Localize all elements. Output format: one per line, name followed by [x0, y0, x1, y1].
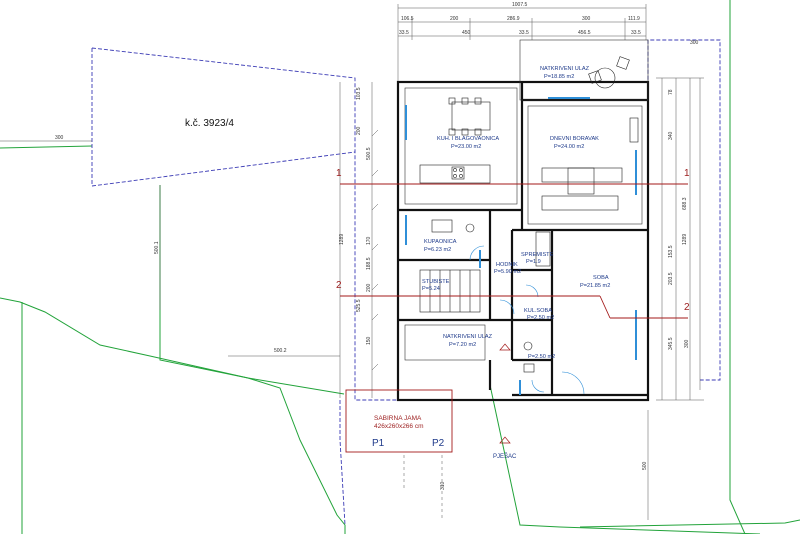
dim-top-r1-5: 111.9 [628, 16, 640, 22]
dim-left-total: 1289 [339, 234, 345, 245]
dim-top-r1-3: 286.9 [507, 16, 520, 22]
right-dimensions [656, 77, 704, 401]
section-1-left: 1 [336, 168, 342, 179]
dim-top-r2-4: 456.5 [578, 30, 591, 36]
top-row2: 33.5 450 33.5 456.5 33.5 [399, 30, 641, 36]
section-2-left: 2 [336, 280, 342, 291]
dim-bottom-vertical: 500 [642, 461, 648, 470]
dim-left-6: 200 [366, 283, 372, 292]
inner-wall-lines [404, 39, 649, 361]
dim-left-1: 103.5 [356, 87, 362, 100]
dim-top-r2-2: 450 [462, 30, 471, 36]
dim-right-lower: 300 [684, 339, 690, 348]
dim-left-5: 188.5 [366, 257, 372, 270]
room-porch-bottom-name: NATKRIVENI ULAZ [443, 334, 493, 340]
room-stairs-area: P=5.24 [422, 286, 440, 292]
building-walls [396, 80, 650, 402]
room-kulsoba-name: KUL.SOBA [524, 308, 552, 314]
top-row1: 106.5 200 286.9 300 111.9 [401, 16, 640, 22]
parcel-label: k.č. 3923/4 [185, 118, 234, 129]
room-hall-area: P=5.90 m2 [494, 269, 521, 275]
footpath-lines [403, 455, 443, 520]
room-kitchen-area: P=23.00 m2 [451, 144, 481, 150]
entrance-markers [499, 343, 511, 444]
section-1-right: 1 [684, 168, 690, 179]
dim-left-4: 170 [366, 236, 372, 245]
dim-right-5: 203.5 [668, 272, 674, 285]
room-bath-name: KUPAONICA [424, 239, 457, 245]
pipe-p1: P1 [372, 438, 385, 449]
dim-top-r2-5: 33.5 [631, 30, 641, 36]
furniture [419, 56, 639, 373]
room-wc-area: P=2.50 m2 [528, 354, 555, 360]
dim-left-8: 150 [366, 336, 372, 345]
dim-top-r2-1: 33.5 [399, 30, 409, 36]
dim-left-lower-horizontal: 500.2 [274, 348, 287, 354]
path-label: PJEŠAC [493, 453, 517, 460]
dim-right-offset: 300 [690, 40, 699, 46]
room-hall-name: HODNIK [496, 262, 518, 268]
dim-right-6: 345.5 [668, 337, 674, 350]
room-living-name: DNEVNI BORAVAK [550, 136, 599, 142]
room-kulsoba-area: P=2.50 m2 [527, 315, 554, 321]
room-bedroom-name: SOBA [593, 275, 609, 281]
section-2-right: 2 [684, 302, 690, 313]
room-bath-area: P=6.23 m2 [424, 247, 451, 253]
room-porch-bottom-area: P=7.20 m2 [449, 342, 476, 348]
dim-left-lower-vertical: 500.1 [154, 241, 160, 254]
dim-left-offset: 300 [55, 135, 64, 141]
dim-right-3: 688.3 [682, 197, 688, 210]
dim-left-7: 525.5 [356, 299, 362, 312]
dim-top-r2-3: 33.5 [519, 30, 529, 36]
room-bedroom-area: P=21.85 m2 [580, 283, 610, 289]
dim-right-1: 78 [668, 89, 674, 95]
room-kitchen-name: KUH. I BLAGOVAONICA [437, 136, 499, 142]
dim-right-total: 1289 [682, 234, 688, 245]
septic-tank-box [345, 389, 453, 453]
dim-top-r1-4: 300 [582, 16, 591, 22]
dim-top-total: 1007.5 [512, 2, 528, 8]
room-storage-name: SPREMISTE [521, 252, 554, 258]
room-storage-area: P=1.9 [526, 259, 541, 265]
septic-dims: 426x260x266 cm [374, 423, 424, 430]
dim-left-3: 500.5 [366, 147, 372, 160]
dim-left-2: 200 [356, 126, 362, 135]
pipe-p2: P2 [432, 438, 445, 449]
section-lines [340, 183, 688, 319]
room-porch-top-name: NATKRIVENI ULAZ [540, 66, 590, 72]
dim-top-r1-1: 106.5 [401, 16, 414, 22]
left-chain-dims: 103.5 200 500.5 170 188.5 200 525.5 150 [356, 87, 372, 345]
dim-bottom-small: 310 [440, 481, 446, 490]
septic-title: SABIRNA JAMA [374, 415, 422, 422]
dim-top-r1-2: 200 [450, 16, 459, 22]
top-dimensions [397, 4, 647, 82]
room-porch-top-area: P=18.85 m2 [544, 74, 574, 80]
room-living-area: P=24.00 m2 [554, 144, 584, 150]
room-stairs-name: STUBISTE [422, 279, 450, 285]
dim-right-4: 153.5 [668, 245, 674, 258]
left-dimensions [0, 82, 379, 398]
room-labels: KUH. I BLAGOVAONICA P=23.00 m2 DNEVNI BO… [422, 66, 610, 360]
dim-right-2: 340 [668, 131, 674, 140]
